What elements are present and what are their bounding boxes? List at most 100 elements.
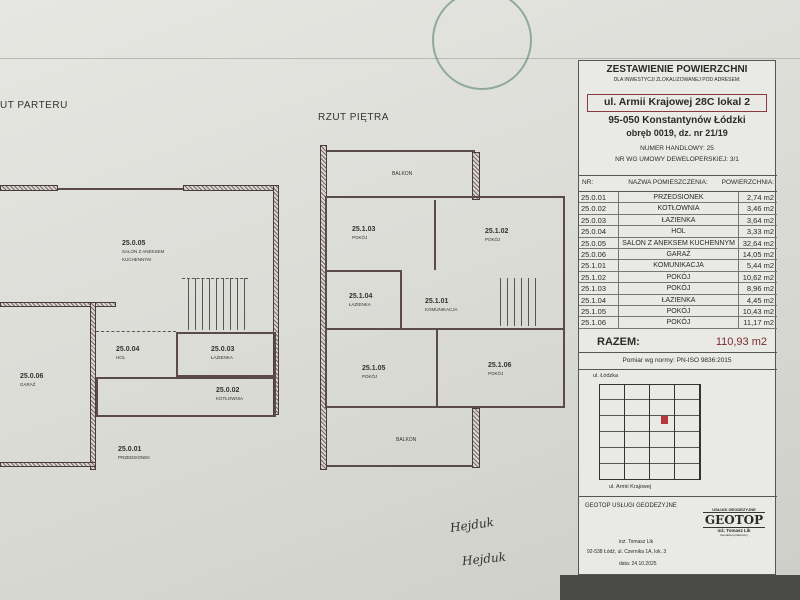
- area-summary-table: ZESTAWIENIE POWIERZCHNI DLA INWESTYCJI Z…: [578, 60, 777, 575]
- room-number: 25.0.01: [579, 192, 619, 203]
- room-name: POKÓJ: [619, 317, 739, 328]
- room-number: 25.0.02: [579, 203, 619, 214]
- stairs: [494, 278, 538, 326]
- paper-fold: [0, 58, 800, 59]
- total-value: 110,93 m2: [715, 336, 767, 348]
- wall: [0, 302, 116, 307]
- room-area: 32,64 m2: [742, 238, 774, 248]
- logo-top: USŁUGI GEODEZYJNE: [712, 507, 756, 512]
- room-area: 10,43 m2: [742, 306, 774, 316]
- room-number: 25.1.05: [579, 305, 619, 317]
- logo-sub: Geodeta uprawniony: [720, 533, 748, 537]
- location-map: ul. Łódzka ul. Armii Krajowej: [579, 369, 777, 497]
- room-name: KOTŁOWNIA: [619, 203, 739, 214]
- room-name: SALON Z ANEKSEM KUCHENNYM: [619, 237, 739, 248]
- wall: [434, 200, 436, 270]
- address-box: ul. Armii Krajowej 28C lokal 2: [587, 94, 767, 112]
- stairs: [182, 278, 248, 330]
- balcony-rail: [327, 150, 475, 152]
- wall: [0, 185, 58, 191]
- room-name: POKÓJ: [619, 305, 739, 317]
- bathroom-walls: [176, 332, 276, 377]
- company-name: GEOTOP USŁUGI GEODEZYJNE: [585, 503, 677, 509]
- wall: [183, 185, 279, 191]
- address-city: 95-050 Konstantynów Łódzki: [608, 115, 746, 126]
- room-name: PRZEDSIONEK: [619, 192, 739, 203]
- room-number: 25.0.03: [579, 214, 619, 226]
- stamp-circle: [432, 0, 532, 90]
- room-name: ŁAZIENKA: [619, 214, 739, 226]
- room-area: 3,46 m2: [746, 204, 774, 214]
- balcony-label: BALKON: [392, 171, 413, 177]
- company-address: 92-538 Łódź, ul. Czernika 1A, lok. 3: [587, 549, 667, 555]
- room-name: ŁAZIENKA: [619, 294, 739, 305]
- room-name: KOMUNIKACJA: [619, 260, 739, 271]
- total-label: RAZEM:: [597, 336, 640, 348]
- room-area: 11,17 m2: [743, 318, 774, 328]
- contract-number: NR WG UMOWY DEWELOPERSKIEJ: 3/1: [615, 156, 739, 163]
- map-street-top: ul. Łódzka: [593, 373, 619, 379]
- col-name: NAZWA POMIESZCZENIA:: [628, 179, 708, 186]
- wall: [400, 270, 402, 328]
- room-area: 14,05 m2: [742, 249, 774, 259]
- room-area: 3,33 m2: [746, 227, 774, 237]
- room-number: 25.1.02: [579, 271, 619, 283]
- background-surface: [560, 575, 800, 600]
- room-area: 5,44 m2: [746, 261, 774, 271]
- trade-number: NUMER HANDLOWY: 25: [640, 145, 714, 152]
- wall: [90, 302, 96, 470]
- measurement-norm: Pomiar wg normy: PN-ISO 9836:2015: [622, 357, 732, 364]
- logo-name: inż. Tomasz Lik: [717, 528, 751, 533]
- room-area: 3,64 m2: [746, 215, 774, 225]
- dash-line: [96, 331, 176, 332]
- room-name: GARAŻ: [619, 248, 739, 260]
- col-nr: NR:: [582, 179, 594, 186]
- room-number: 25.1.04: [579, 294, 619, 305]
- wall: [472, 408, 480, 468]
- upper-floor-title: RZUT PIĘTRA: [318, 112, 389, 123]
- ground-floor-title: UT PARTERU: [0, 100, 68, 111]
- summary-subtitle: DLA INWESTYCJI ZLOKALIZOWANEJ POD ADRESE…: [613, 77, 741, 83]
- room-number: 25.0.05: [579, 237, 619, 248]
- window: [58, 188, 183, 190]
- room-name: POKÓJ: [619, 271, 739, 283]
- room-number: 25.1.01: [579, 260, 619, 271]
- wall: [273, 185, 279, 415]
- room-number: 25.0.04: [579, 226, 619, 237]
- balcony-label: BALKON: [396, 437, 417, 443]
- logo-text: GEOTOP: [703, 512, 765, 528]
- room-name: HOL: [619, 226, 739, 237]
- wall: [436, 330, 438, 406]
- room-area: 4,45 m2: [746, 295, 774, 305]
- wall: [327, 328, 563, 330]
- upper-outer-walls: [325, 196, 565, 408]
- wall: [0, 462, 96, 467]
- room-name: POKÓJ: [619, 283, 739, 294]
- geotop-logo: USŁUGI GEODEZYJNE GEOTOP inż. Tomasz Lik…: [703, 507, 765, 537]
- engineer-name: inż. Tomasz Lik: [619, 539, 654, 545]
- summary-title: ZESTAWIENIE POWIERZCHNI: [606, 64, 748, 75]
